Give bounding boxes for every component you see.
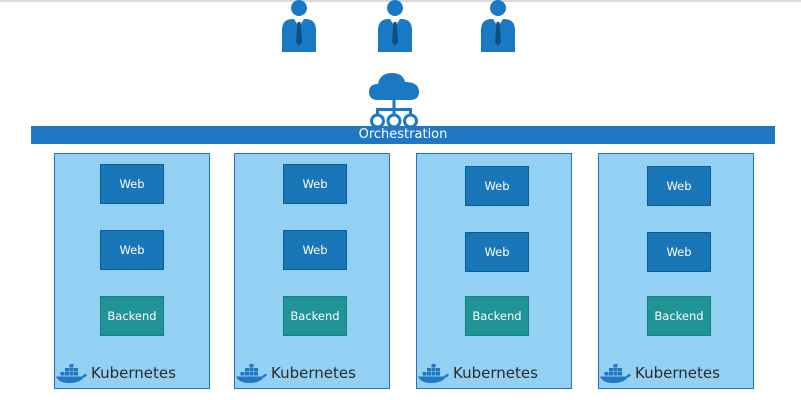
web-container: Web — [100, 164, 164, 204]
top-divider — [0, 0, 801, 2]
kubernetes-label: Kubernetes — [271, 364, 356, 382]
backend-container: Backend — [283, 296, 347, 336]
kubernetes-label: Kubernetes — [91, 364, 176, 382]
kubernetes-node: Web Web Backend Kubernetes — [54, 153, 210, 389]
user-icon — [282, 0, 316, 52]
web-container: Web — [283, 164, 347, 204]
kubernetes-label-group: Kubernetes — [417, 362, 538, 384]
docker-whale-icon — [418, 364, 449, 383]
backend-container: Backend — [465, 296, 529, 336]
docker-whale-icon — [600, 364, 631, 383]
web-container: Web — [647, 166, 711, 206]
kubernetes-label: Kubernetes — [635, 364, 720, 382]
web-container: Web — [100, 230, 164, 270]
kubernetes-node: Web Web Backend Kubernetes — [234, 153, 390, 389]
user-icon — [481, 0, 515, 52]
orchestration-label: Orchestration — [358, 127, 448, 142]
web-container: Web — [283, 230, 347, 270]
kubernetes-label: Kubernetes — [453, 364, 538, 382]
backend-container: Backend — [100, 296, 164, 336]
kubernetes-node: Web Web Backend Kubernetes — [416, 153, 572, 389]
kubernetes-label-group: Kubernetes — [55, 362, 176, 384]
docker-whale-icon — [56, 364, 87, 383]
kubernetes-label-group: Kubernetes — [235, 362, 356, 384]
web-container: Web — [465, 232, 529, 272]
web-container: Web — [647, 232, 711, 272]
kubernetes-label-group: Kubernetes — [599, 362, 720, 384]
orchestration-bar: Orchestration — [31, 126, 775, 144]
backend-container: Backend — [647, 296, 711, 336]
kubernetes-node: Web Web Backend Kubernetes — [598, 153, 754, 389]
web-container: Web — [465, 166, 529, 206]
docker-whale-icon — [236, 364, 267, 383]
user-icon — [378, 0, 412, 52]
cloud-network-icon — [369, 73, 419, 129]
